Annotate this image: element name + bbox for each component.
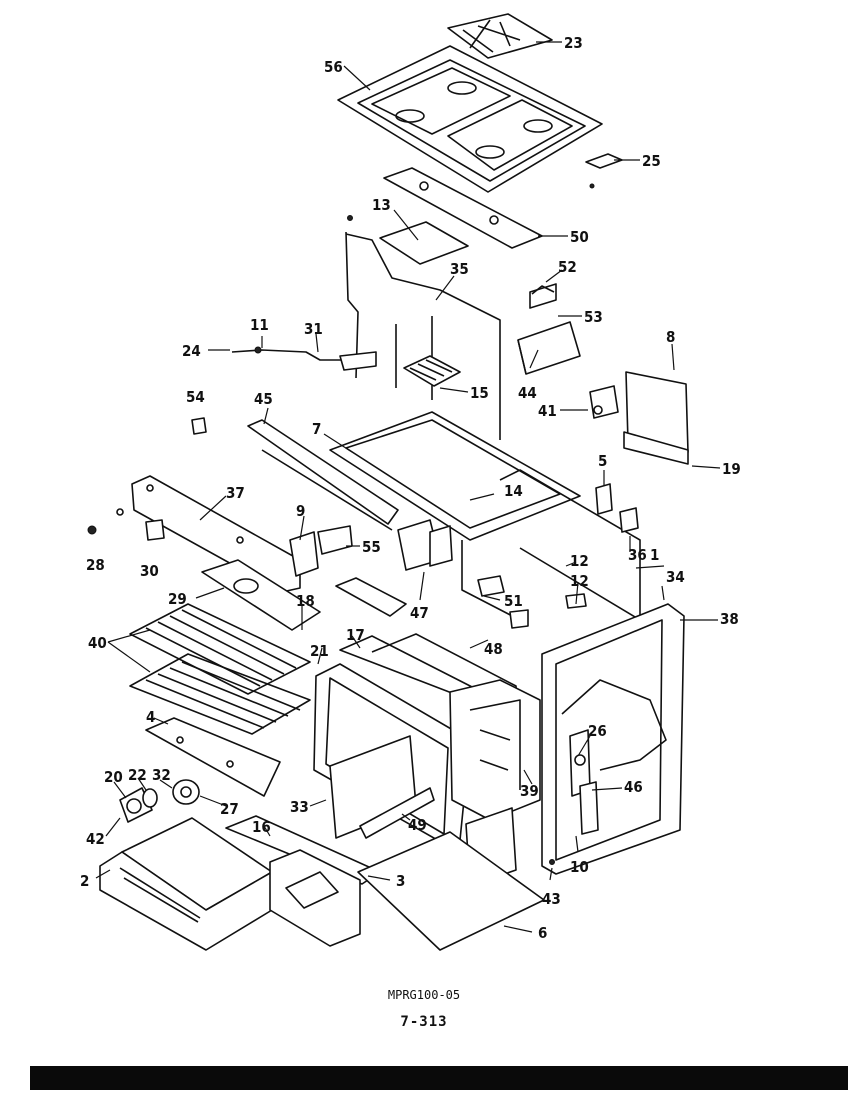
bracket-9	[289, 525, 353, 577]
callout-36: 36	[628, 546, 647, 564]
bake-element	[477, 575, 587, 629]
callout-11: 11	[250, 316, 269, 334]
footer-bar	[30, 1066, 848, 1090]
callout-22: 22	[128, 766, 147, 784]
page-number: 7-313	[400, 1014, 448, 1030]
callout-44: 44	[518, 384, 537, 402]
igniter-module	[517, 321, 581, 375]
callout-52: 52	[558, 258, 577, 276]
callout-33: 33	[290, 798, 309, 816]
switch-unit	[595, 483, 639, 533]
callout-3: 3	[396, 872, 405, 890]
callout-37: 37	[226, 484, 245, 502]
callout-12b: 12	[570, 572, 589, 590]
callout-51: 51	[504, 592, 523, 610]
oven-cavity-frame	[87, 475, 301, 593]
callout-12a: 12	[570, 552, 589, 570]
callout-23: 23	[564, 34, 583, 52]
callout-48: 48	[484, 640, 503, 658]
callout-47: 47	[410, 604, 429, 622]
callout-8: 8	[666, 328, 675, 346]
callout-20: 20	[104, 768, 123, 786]
storage-drawer	[99, 817, 273, 951]
callout-27: 27	[220, 800, 239, 818]
callout-13: 13	[372, 196, 391, 214]
igniter-clip	[585, 153, 623, 189]
oven-racks	[129, 603, 311, 735]
callout-19: 19	[722, 460, 741, 478]
oven-top-panel	[329, 411, 581, 541]
burner-assembly	[395, 316, 461, 400]
callout-4: 4	[146, 708, 155, 726]
callout-15: 15	[470, 384, 489, 402]
callout-56: 56	[324, 58, 343, 76]
callout-45: 45	[254, 390, 273, 408]
callout-7: 7	[312, 420, 321, 438]
valve-mount	[529, 283, 557, 309]
callout-14: 14	[504, 482, 523, 500]
callout-50: 50	[570, 228, 589, 246]
oven-back-panel	[461, 469, 641, 621]
kick-panel	[225, 815, 381, 947]
callout-10: 10	[570, 858, 589, 876]
callout-46: 46	[624, 778, 643, 796]
broil-pan	[201, 559, 321, 631]
callout-53: 53	[584, 308, 603, 326]
knobs	[119, 779, 200, 823]
callout-30: 30	[140, 562, 159, 580]
ignition-bracket	[397, 519, 453, 571]
callout-32: 32	[152, 766, 171, 784]
door-glass	[329, 735, 435, 839]
callout-9: 9	[296, 502, 305, 520]
callout-26: 26	[588, 722, 607, 740]
diagram-code: MPRG100-05	[387, 988, 461, 1002]
callout-6: 6	[538, 924, 547, 942]
sensor-bracket	[589, 385, 619, 419]
callout-49: 49	[408, 816, 427, 834]
oven-vent	[623, 371, 689, 465]
callout-39: 39	[520, 782, 539, 800]
callout-labels: 1 2 3 4 5 6 7 8 9 10 11 12 12 13 14 15 1…	[80, 34, 741, 942]
callout-28: 28	[86, 556, 105, 574]
callout-54: 54	[186, 388, 205, 406]
callout-29: 29	[168, 590, 187, 608]
control-housing	[449, 679, 541, 821]
bake-burner-base	[335, 577, 407, 617]
callout-55: 55	[362, 538, 381, 556]
callout-43: 43	[542, 890, 561, 908]
small-clip	[191, 417, 207, 435]
burner-box-frame	[345, 215, 501, 440]
callout-38: 38	[720, 610, 739, 628]
callout-40: 40	[88, 634, 107, 652]
callout-25: 25	[642, 152, 661, 170]
callout-17: 17	[346, 626, 365, 644]
callout-21: 21	[310, 642, 329, 660]
callout-18: 18	[296, 592, 315, 610]
side-rail	[247, 419, 399, 531]
callout-31: 31	[304, 320, 323, 338]
callout-16: 16	[252, 818, 271, 836]
heat-shield-plate	[379, 221, 469, 265]
callout-1: 1	[650, 546, 659, 564]
burner-grate	[447, 13, 553, 59]
bottom-panel	[357, 831, 545, 951]
gas-line	[231, 346, 377, 371]
callout-24: 24	[182, 342, 201, 360]
callout-34: 34	[666, 568, 685, 586]
callout-42: 42	[86, 830, 105, 848]
cooktop	[337, 45, 603, 193]
callout-35: 35	[450, 260, 469, 278]
leader-lines	[95, 41, 721, 933]
callout-41: 41	[538, 402, 557, 420]
side-panel	[541, 603, 685, 875]
callout-5: 5	[598, 452, 607, 470]
callout-2: 2	[80, 872, 89, 890]
